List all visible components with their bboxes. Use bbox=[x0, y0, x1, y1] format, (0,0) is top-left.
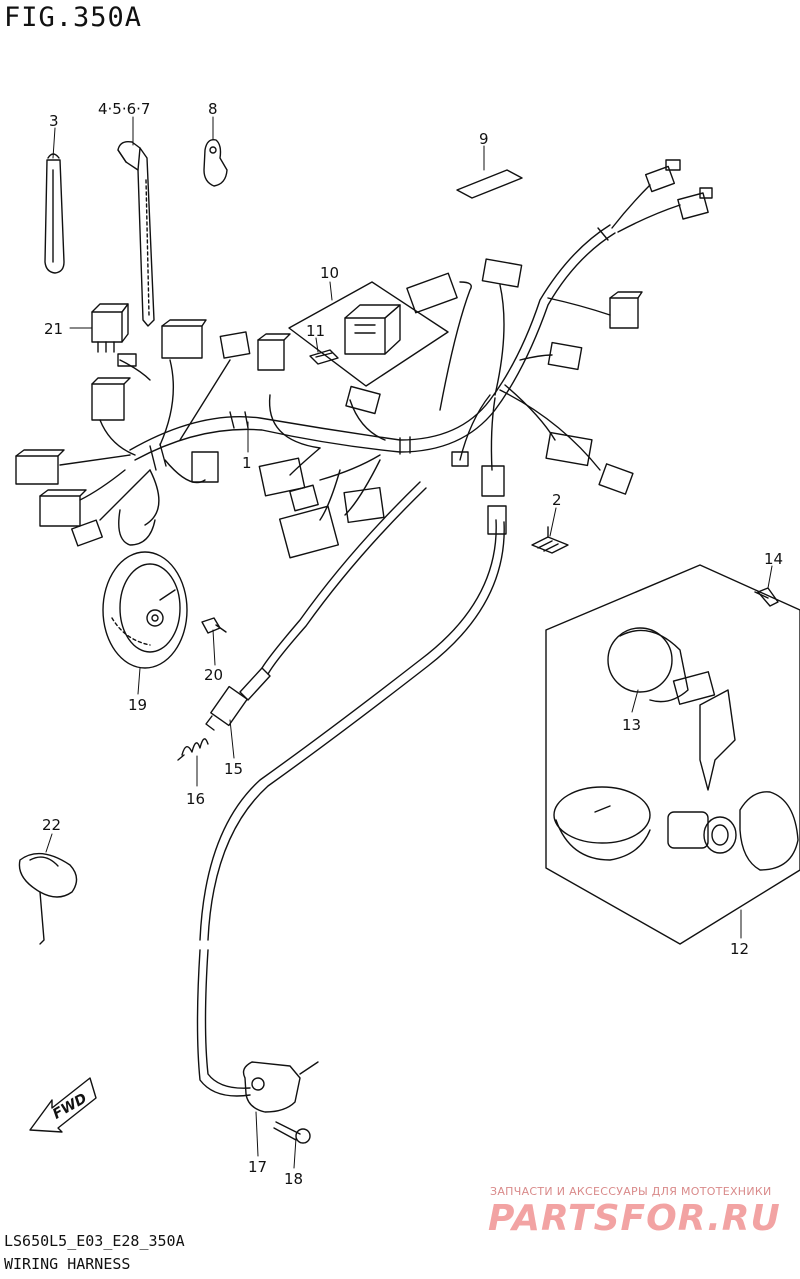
callout-17: 17 bbox=[248, 1158, 267, 1176]
cable-tie-part-3 bbox=[44, 153, 65, 274]
callout-8: 8 bbox=[208, 100, 218, 118]
label-part-9 bbox=[456, 169, 523, 199]
connector-part-2 bbox=[531, 526, 569, 554]
callout-15: 15 bbox=[224, 760, 243, 778]
clamp-part-8 bbox=[203, 139, 228, 187]
screw-part-18 bbox=[273, 1121, 311, 1144]
callout-19: 19 bbox=[128, 696, 147, 714]
callout-22: 22 bbox=[42, 816, 61, 834]
main-harness-part-1 bbox=[15, 159, 713, 559]
callout-1: 1 bbox=[242, 454, 252, 472]
callout-16: 16 bbox=[186, 790, 205, 808]
callout-20: 20 bbox=[204, 666, 223, 684]
callout-13: 13 bbox=[622, 716, 641, 734]
callout-9: 9 bbox=[479, 130, 489, 148]
relay-box-part-10 bbox=[288, 281, 449, 387]
watermark-subtitle: ЗАПЧАСТИ И АКСЕССУАРЫ ДЛЯ МОТОТЕХНИКИ bbox=[490, 1185, 772, 1198]
cable-tie-part-4-7 bbox=[117, 140, 155, 327]
screw-part-20 bbox=[201, 617, 227, 634]
rear-switch-cable bbox=[196, 481, 507, 1097]
callout-4-7: 4·5·6·7 bbox=[98, 100, 150, 118]
figure-name: WIRING HARNESS bbox=[4, 1255, 131, 1273]
watermark-logo: PARTSFOR.RU bbox=[488, 1198, 781, 1239]
key-part-22 bbox=[18, 852, 78, 945]
leader-lines bbox=[45, 116, 773, 1169]
callout-2: 2 bbox=[552, 491, 562, 509]
fwd-arrow bbox=[29, 1077, 97, 1133]
relay-part-21 bbox=[91, 303, 129, 353]
callout-21: 21 bbox=[44, 320, 63, 338]
figure-title: FIG.350A bbox=[4, 2, 143, 33]
callout-3: 3 bbox=[49, 112, 59, 130]
callout-labels: 1 2 3 4·5·6·7 8 9 10 11 12 13 14 15 16 1… bbox=[42, 100, 783, 1188]
lock-set-part-12 bbox=[545, 564, 800, 945]
bolt-part-14 bbox=[754, 587, 779, 607]
spring-part-16 bbox=[177, 738, 209, 761]
callout-11: 11 bbox=[306, 322, 325, 340]
horn-part-19 bbox=[102, 551, 188, 669]
callout-12: 12 bbox=[730, 940, 749, 958]
brake-switch-part-15 bbox=[205, 667, 271, 731]
callout-18: 18 bbox=[284, 1170, 303, 1188]
callout-14: 14 bbox=[764, 550, 783, 568]
fuse-part-11 bbox=[309, 349, 339, 365]
callout-10: 10 bbox=[320, 264, 339, 282]
rear-brake-switch-part-17 bbox=[242, 1061, 319, 1113]
figure-code: LS650L5_E03_E28_350A bbox=[4, 1232, 185, 1250]
